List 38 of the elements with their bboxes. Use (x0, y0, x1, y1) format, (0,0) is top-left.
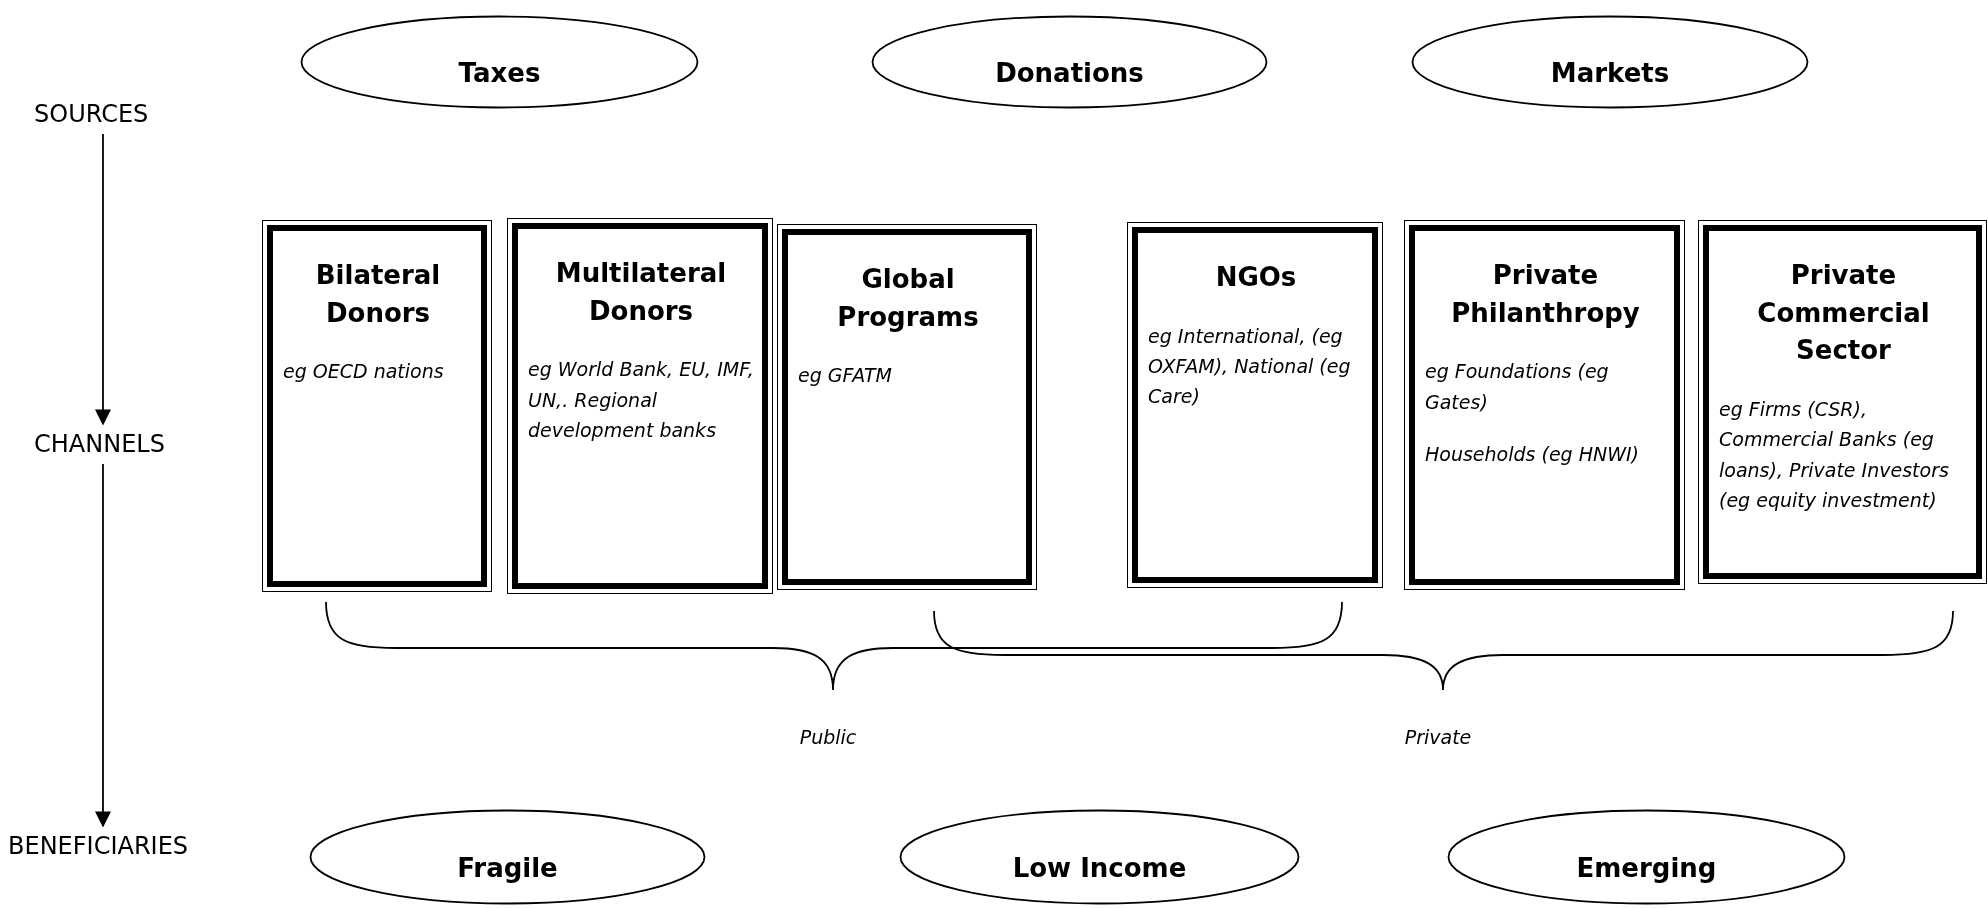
oval-label: Fragile (457, 852, 558, 883)
box-description: eg International, (eg OXFAM), National (eg Care) (1148, 323, 1352, 410)
row-label: BENEFICIARIES (8, 832, 189, 860)
box-heading: Global Programs (836, 263, 980, 334)
box-description: eg World Bank, EU, IMF, UN,. Regional development banks (528, 357, 754, 444)
oval-label: Taxes (458, 57, 541, 88)
oval-label: Low Income (1012, 852, 1187, 883)
box-description: eg GFATM (798, 363, 893, 389)
arrow (94, 463, 112, 828)
oval-label: Donations (995, 57, 1144, 88)
channel-box (1404, 220, 1685, 590)
arrow (94, 133, 112, 426)
box-description: eg Foundations (eg Gates) (1425, 359, 1610, 415)
channel-box (1698, 220, 1987, 584)
group-label: Public (799, 726, 857, 748)
box-description: Households (eg HNWI) (1425, 442, 1640, 468)
oval-node (300, 15, 699, 109)
oval-node (871, 15, 1268, 109)
channel-box (507, 218, 773, 594)
box-description: eg Firms (CSR), Commercial Banks (eg loans), Private Investors (eg equity investment) (1719, 397, 1950, 514)
channel-box (777, 224, 1037, 590)
oval-node (1447, 809, 1846, 905)
channel-box (1127, 222, 1383, 588)
group-label: Private (1404, 726, 1472, 748)
oval-node (309, 809, 706, 905)
oval-node (1411, 15, 1809, 109)
box-description: eg OECD nations (283, 359, 445, 385)
channel-box (262, 220, 492, 592)
box-heading: Multilateral Donors (554, 257, 728, 328)
oval-node (899, 809, 1300, 905)
row-label: CHANNELS (34, 430, 165, 458)
box-heading: Private Commercial Sector (1756, 259, 1931, 368)
row-label: SOURCES (34, 100, 149, 128)
box-heading: Private Philanthropy (1450, 259, 1641, 330)
box-heading: NGOs (1214, 261, 1298, 294)
oval-label: Markets (1550, 57, 1670, 88)
oval-label: Emerging (1576, 852, 1717, 883)
box-heading: Bilateral Donors (314, 259, 442, 330)
